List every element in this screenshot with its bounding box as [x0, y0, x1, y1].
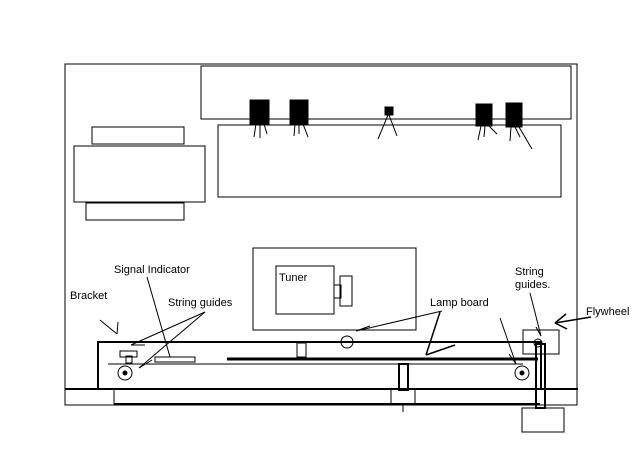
tuner-pulley-leader [355, 310, 443, 332]
string-guides-left-leader-2 [138, 311, 206, 369]
flywheel-label: Flywheel [586, 306, 629, 318]
string-guides-right-label-2: guides. [515, 279, 550, 291]
tuner-pulley [340, 335, 354, 349]
tuner-housing [252, 247, 417, 331]
bracket [119, 350, 138, 358]
bracket-label: Bracket [70, 290, 107, 302]
component-2 [289, 99, 309, 138]
tuner-spindle [333, 284, 342, 299]
string-guides-left-label: String guides [168, 297, 233, 309]
string-guide-left [117, 365, 133, 381]
string-guide-left-hub [122, 370, 128, 376]
lamp-board-label: Lamp board [430, 297, 489, 309]
string-guides-right-label-1: String [515, 266, 544, 278]
string-guide-right-hub [519, 370, 525, 376]
bracket-foot [125, 355, 133, 364]
pointer-clip [296, 342, 307, 358]
center-post-base [390, 388, 416, 405]
string-guides-left-leader-1 [130, 311, 206, 346]
flywheel-arrow-head-1 [554, 313, 567, 324]
string-guides-right-leader-2 [529, 292, 542, 337]
flywheel-arrow-shaft [554, 316, 592, 324]
lamp-board-leader [425, 311, 441, 356]
lower-circuit-board [217, 124, 562, 198]
bracket-arrow-shaft [99, 319, 118, 335]
string-guide-right [514, 365, 530, 381]
bracket-arrow-head [116, 321, 119, 335]
dial-panel [97, 341, 542, 390]
flywheel-housing [522, 329, 560, 355]
flywheel [521, 407, 565, 433]
signal-indicator-leader [146, 276, 171, 358]
string-guides-right-leader-1 [499, 317, 517, 365]
signal-indicator-label: Signal Indicator [114, 264, 190, 276]
component-3 [377, 106, 398, 140]
center-post [398, 363, 409, 391]
tuner-label: Tuner [279, 272, 308, 284]
component-5 [505, 102, 533, 150]
flywheel-arrow-head-2 [554, 322, 568, 330]
component-1 [249, 99, 270, 138]
transformer [73, 126, 206, 221]
tuner-drum [339, 275, 353, 307]
chassis-outline [64, 63, 578, 406]
component-4 [475, 103, 498, 141]
signal-indicator-bar [154, 356, 196, 363]
